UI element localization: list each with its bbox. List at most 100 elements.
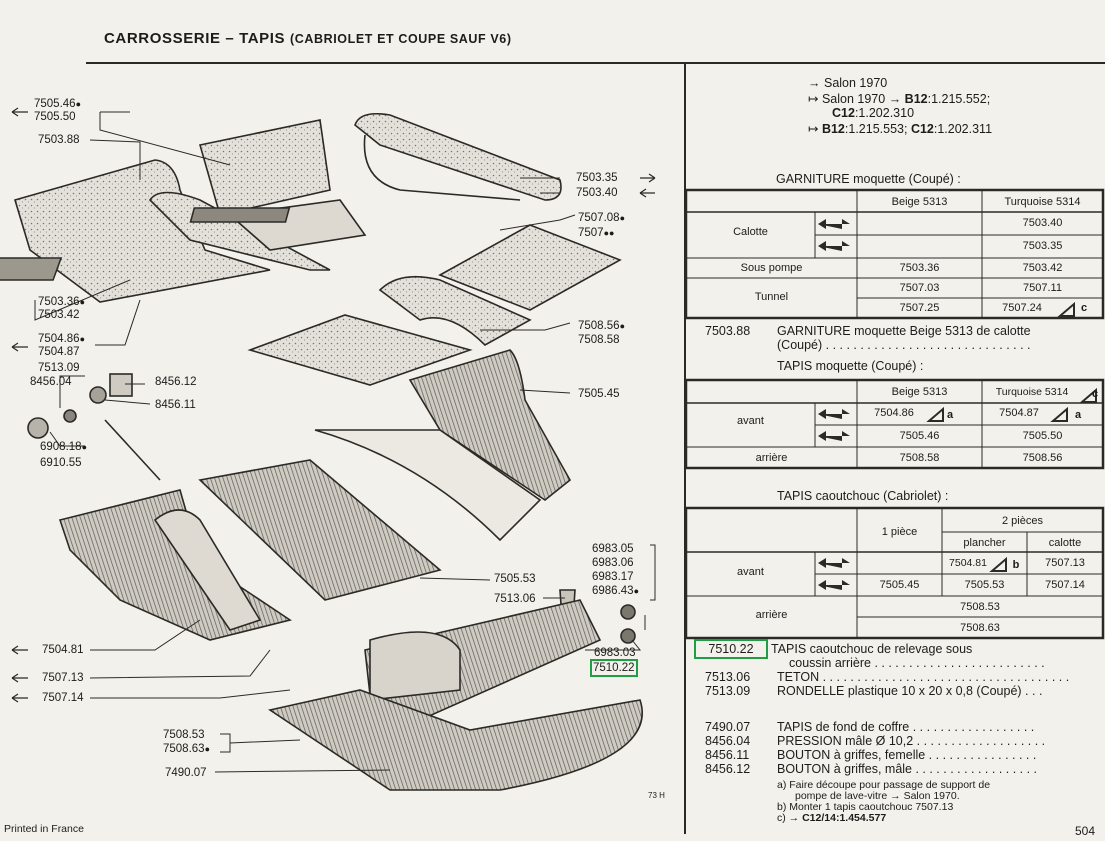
caout-r1-plancher: 7504.81 [949,557,987,569]
moq-row-arriere: arrière [755,452,788,464]
note-b: b) Monter 1 tapis caoutchouc 7507.13 [777,801,954,813]
label-7505-45: 7505.45 [578,388,620,400]
page-title: CARROSSERIE – TAPIS (CABRIOLET ET COUPE … [104,30,512,47]
label-6986-43: 6986.43● [592,585,640,597]
note-a: a) Faire découpe pour passage de support… [777,779,991,791]
tunnel [378,275,532,346]
tapis-moquette-heading: TAPIS moquette (Coupé) : [777,359,924,373]
part-line-7510-22-cont: coussin arrière . . . . . . . . . . . . … [789,656,1045,670]
label-8456-11: 8456.11 [155,399,196,411]
label-7503-35: 7503.35 [576,172,618,184]
garniture-col-turquoise: Turquoise 5314 [1004,196,1081,208]
moq-r2-turq: 7505.50 [1022,430,1063,442]
label-7513-06: 7513.06 [494,593,536,605]
label-7507: 7507●● [578,227,615,239]
label-7504-81: 7504.81 [42,644,84,656]
label-7513-09: 7513.09 [38,362,80,374]
label-7504-86: 7504.86● [38,333,86,345]
note-a-cont: pompe de lave-vitre → Salon 1970. [795,790,960,802]
label-7507-13: 7507.13 [42,672,84,684]
moq-r1-turq-note: a [1074,409,1082,421]
garniture-t1-beige: 7507.03 [899,282,940,294]
garniture-t2-beige: 7507.25 [899,302,940,314]
printed-in-france: Printed in France [4,823,84,835]
moq-r1-turq: 7504.87 [999,407,1039,419]
caout-r1-calotte: 7507.13 [1045,557,1085,569]
label-7505-53: 7505.53 [494,573,536,585]
label-6983-06: 6983.06 [592,557,634,569]
label-7503-40: 7503.40 [576,187,618,199]
label-7508-56: 7508.56● [578,320,626,332]
label-7503-42: 7503.42 [38,309,80,321]
garniture-col-beige: Beige 5313 [891,196,948,208]
caout-r3: 7508.53 [960,601,1000,613]
rear-rubber-mat [408,349,572,501]
legend-line-2: ↦ Salon 1970 → B12:1.215.552; [808,92,991,106]
moq-r2-beige: 7505.46 [899,430,940,442]
label-6983-05: 6983.05 [592,543,634,555]
dash-panel [198,119,331,216]
garniture-calotte-r2: 7503.35 [1022,240,1063,252]
caout-r4: 7508.63 [960,622,1000,634]
label-8456-12: 8456.12 [155,376,197,388]
legend-line-4: ↦ B12:1.215.553; C12:1.202.311 [808,122,993,136]
moq-col-turq-note: c [1091,388,1099,400]
column-divider [684,64,686,834]
label-7505-46: 7505.46● [34,98,82,110]
garniture-heading: GARNITURE moquette (Coupé) : [776,172,961,186]
tunnel-cover [354,112,562,201]
boot-mat [267,689,643,791]
label-7504-87: 7504.87 [38,346,80,358]
caout-r2-1piece: 7505.45 [879,579,920,591]
label-6983-03: 6983.03 [594,647,636,659]
label-7490-07: 7490.07 [165,767,207,779]
caout-row-avant: avant [737,566,764,578]
note-c: c) → C12/14:1.454.577 [777,812,887,824]
label-6908-18: 6908.18● [40,441,88,453]
caout-col-calotte: calotte [1048,537,1082,549]
header-rule [86,62,1105,64]
garniture-line-7503-88-cont: (Coupé) . . . . . . . . . . . . . . . . … [777,338,1031,352]
moq-r1-beige: 7504.86 [874,407,914,419]
label-7503-36: 7503.36● [38,296,86,308]
garniture-sp-beige: 7503.36 [899,262,940,274]
label-7505-50: 7505.50 [34,111,76,123]
moq-col-turq: Turquoise 5314 [995,386,1069,398]
moq-r3-turq: 7508.56 [1022,452,1063,464]
garniture-sp-turq: 7503.42 [1022,262,1063,274]
garniture-row-calotte: Calotte [733,226,768,238]
title-main: CARROSSERIE – TAPIS [104,30,286,47]
page-number: 504 [1075,824,1096,838]
moq-r3-beige: 7508.58 [899,452,940,464]
caout-col-1-piece: 1 pièce [881,526,918,538]
caout-r1-plancher-note: b [1012,559,1020,571]
plate-reference: 73 H [648,791,665,800]
legend-line-1: → Salon 1970 [808,76,888,90]
front-carpet-left [14,159,271,303]
caout-col-plancher: plancher [963,537,1006,549]
label-7508-58: 7508.58 [578,334,620,346]
caout-r2-calotte: 7507.14 [1045,579,1085,591]
moq-r1-beige-note: a [946,409,954,421]
label-7507-08: 7507.08● [578,212,626,224]
moq-row-avant: avant [737,415,764,427]
garniture-t2-turq: 7507.24 [1002,302,1042,314]
label-7508-53: 7508.53 [163,729,205,741]
legend-line-3: C12:1.202.310 [832,106,915,120]
exploded-diagram [0,107,656,791]
garniture-calotte-r1: 7503.40 [1022,217,1063,229]
garniture-row-tunnel: Tunnel [754,291,789,303]
label-7503-88: 7503.88 [38,134,80,146]
label-7507-14: 7507.14 [42,692,84,704]
caout-row-arriere: arrière [755,609,788,621]
caout-col-2-pieces: 2 pièces [1002,515,1043,527]
garniture-t2-note: c [1080,302,1088,314]
garniture-row-sous-pompe: Sous pompe [740,262,803,274]
